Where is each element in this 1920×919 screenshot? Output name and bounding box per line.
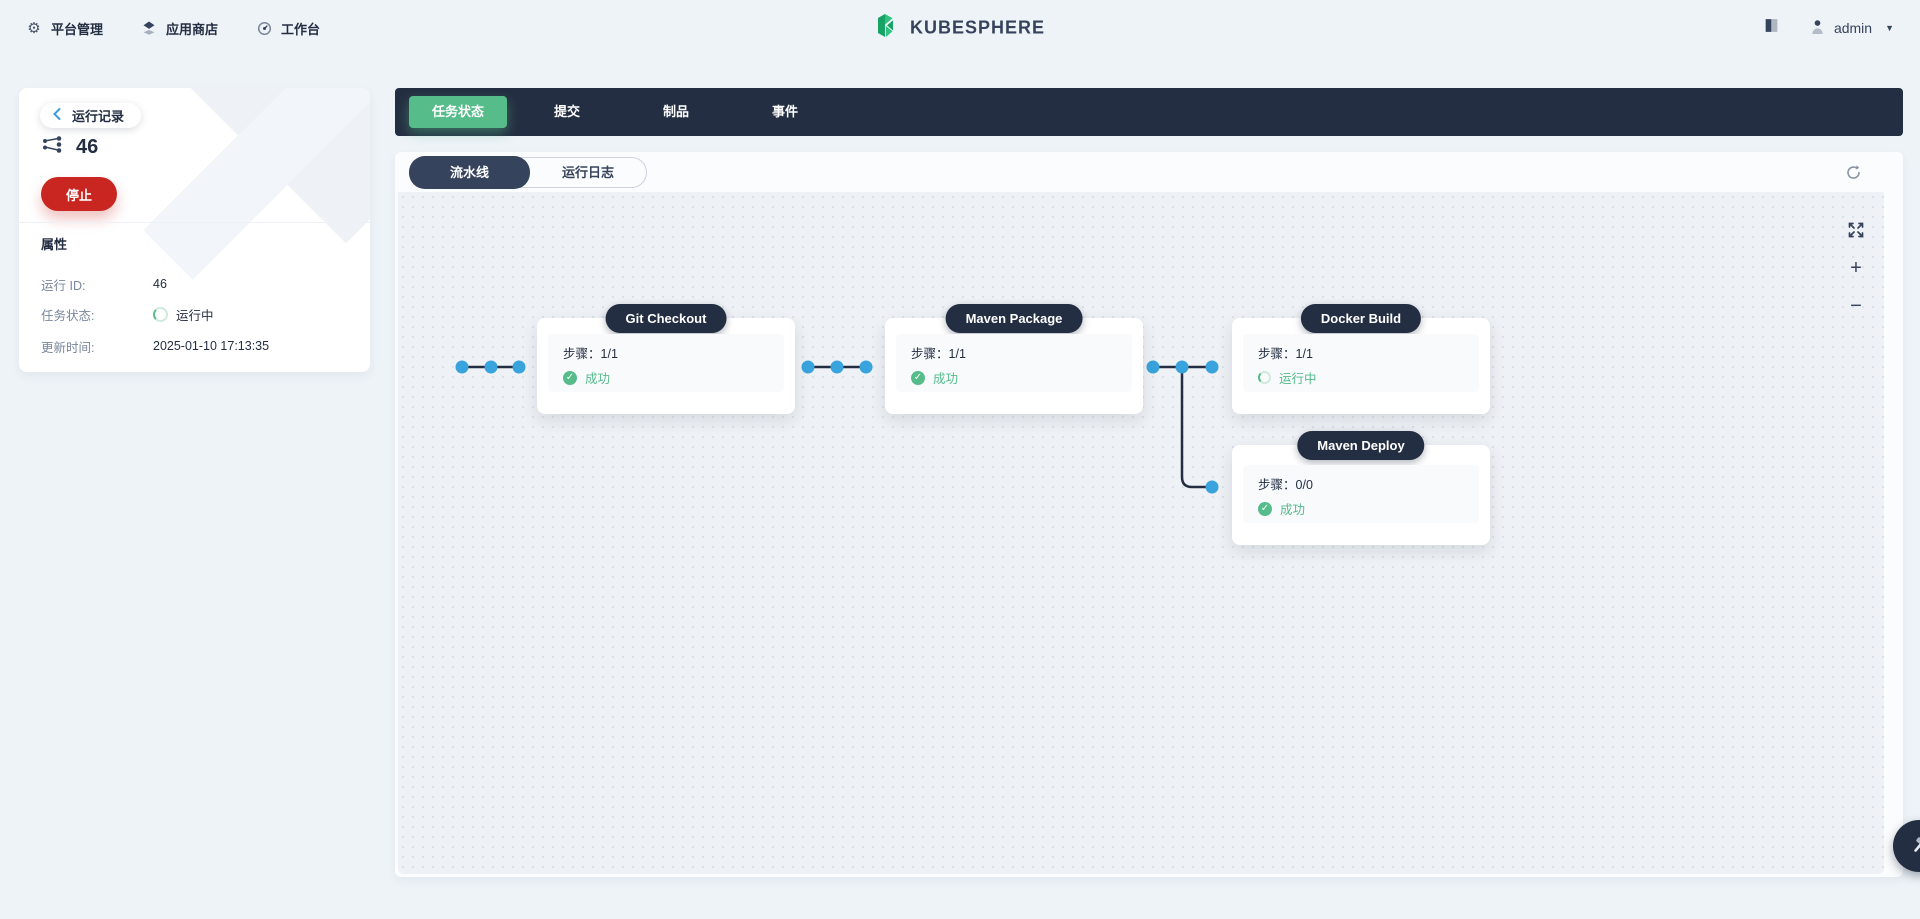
run-title: 46 [42,136,98,159]
pipeline-run-icon [42,136,63,159]
kubesphere-logo[interactable]: KUBESPHERE [875,13,1045,44]
running-spinner-icon [1258,371,1271,384]
attr-value: 2025-01-10 17:13:35 [153,339,270,353]
attr-label: 任务状态: [41,308,95,323]
attr-label: 运行 ID: [41,278,86,293]
stage-body: 步骤：0/0 ✓ 成功 [1243,465,1479,523]
running-spinner-icon [153,306,168,322]
nav-platform-management[interactable]: ⚙ 平台管理 [26,19,103,38]
stage-name-pill[interactable]: Docker Build [1300,304,1422,333]
attributes-title: 属性 [41,237,68,252]
back-to-run-records[interactable]: 运行记录 [40,103,142,128]
zoom-in-button[interactable]: + [1850,256,1862,279]
kubesphere-logo-icon [875,13,901,44]
task-status-panel: 流水线 运行日志 [395,152,1903,877]
nav-platform-label: 平台管理 [51,21,104,37]
stage-steps: 步骤：1/1 [563,347,618,361]
stop-button[interactable]: 停止 [41,177,118,211]
stage-name-pill[interactable]: Git Checkout [605,304,727,333]
zoom-out-button[interactable]: − [1850,294,1862,317]
pipeline-canvas[interactable]: Git Checkout 步骤：1/1 ✓ 成功 Maven Package 步 [398,192,1884,874]
run-id-title: 46 [76,136,99,158]
view-toggle: 流水线 运行日志 [409,155,647,189]
tab-task-status[interactable]: 任务状态 [409,96,507,128]
success-icon: ✓ [1258,501,1272,516]
canvas-controls: + − [1844,218,1868,318]
stage-status: ✓ 成功 [1258,499,1464,518]
run-detail-sidebar: 运行记录 46 停止 属性 运行 ID: 46 任务状态: [19,88,370,372]
stage-steps: 步骤：1/1 [1258,347,1313,361]
toggle-run-logs[interactable]: 运行日志 [561,164,614,180]
stage-status: 运行中 [1258,368,1464,387]
stage-steps: 步骤：0/0 [1258,478,1313,492]
attr-row-task-status: 任务状态: 运行中 [41,304,354,324]
success-icon: ✓ [563,370,577,385]
stage-name-pill[interactable]: Maven Deploy [1297,431,1425,460]
stage-body: 步骤：1/1 运行中 [1243,334,1479,392]
panel-header: 流水线 运行日志 [395,152,1903,192]
nav-workbench-label: 工作台 [281,21,321,37]
attr-row-run-id: 运行 ID: 46 [41,274,354,294]
refresh-button[interactable] [1843,162,1863,182]
header-right: admin ▼ [1763,17,1894,39]
pipeline-edges [455,360,1219,494]
global-nav: ⚙ 平台管理 应用商店 工作台 [26,19,320,38]
toggle-pipeline[interactable]: 流水线 [409,155,530,189]
workbench-icon [256,20,272,36]
global-header: ⚙ 平台管理 应用商店 工作台 [0,0,1920,56]
stage-docker-build[interactable]: Docker Build 步骤：1/1 运行中 [1232,304,1490,414]
stage-status: ✓ 成功 [911,368,1117,387]
attr-label: 更新时间: [41,340,95,355]
stage-steps: 步骤：1/1 [911,347,966,361]
attr-row-update-time: 更新时间: 2025-01-10 17:13:35 [41,336,354,356]
kubesphere-logo-text: KUBESPHERE [909,17,1046,38]
hammer-icon [1914,837,1920,852]
success-icon: ✓ [911,370,925,385]
attr-value: 运行中 [153,305,214,324]
attr-value: 46 [153,277,167,291]
run-tabs: 任务状态 提交 制品 事件 [395,88,1903,136]
docs-icon[interactable] [1763,17,1780,39]
back-label: 运行记录 [72,109,125,124]
stage-body: 步骤：1/1 ✓ 成功 [896,334,1132,392]
username: admin [1833,20,1873,36]
nav-workbench[interactable]: 工作台 [256,19,320,38]
gear-icon: ⚙ [27,20,41,37]
stage-status: ✓ 成功 [563,368,769,387]
tab-events[interactable]: 事件 [771,104,798,119]
divider [19,222,370,223]
tab-artifacts[interactable]: 制品 [662,104,689,119]
refresh-icon [1846,164,1860,179]
chevron-down-icon: ▼ [1885,23,1894,33]
tab-commits[interactable]: 提交 [553,104,580,119]
user-menu[interactable]: admin ▼ [1810,19,1894,38]
expand-icon [1848,222,1864,238]
appstore-icon [141,20,157,36]
user-avatar-icon [1810,19,1825,38]
stage-body: 步骤：1/1 ✓ 成功 [548,334,784,392]
nav-app-store[interactable]: 应用商店 [141,19,218,38]
chevron-left-icon [53,108,61,123]
stage-maven-package[interactable]: Maven Package 步骤：1/1 ✓ 成功 [885,304,1143,414]
fit-screen-button[interactable] [1844,218,1868,242]
nav-appstore-label: 应用商店 [166,21,219,37]
stage-maven-deploy[interactable]: Maven Deploy 步骤：0/0 ✓ 成功 [1232,431,1490,545]
stage-git-checkout[interactable]: Git Checkout 步骤：1/1 ✓ 成功 [537,304,795,414]
stage-name-pill[interactable]: Maven Package [945,304,1083,333]
